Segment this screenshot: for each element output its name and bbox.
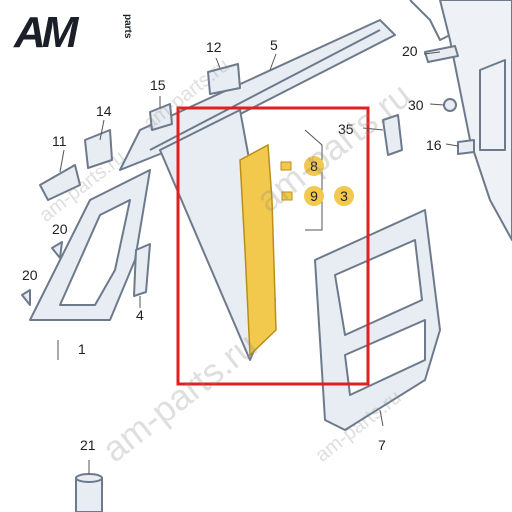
nut-30	[443, 98, 457, 112]
quarter-panel	[439, 0, 512, 241]
callout-20-left-lower: 20	[22, 267, 38, 283]
logo-wordmark: AM	[14, 8, 78, 57]
bracket-11	[39, 164, 81, 201]
callout-16: 16	[426, 137, 442, 153]
callout-21: 21	[80, 437, 96, 453]
door-opening-lower	[344, 319, 426, 396]
callout-20-left-upper: 20	[52, 221, 68, 237]
callout-1: 1	[78, 341, 86, 357]
callout-7: 7	[378, 437, 386, 453]
callout-8: 8	[304, 156, 324, 176]
callout-11: 11	[52, 133, 67, 149]
quarter-window-opening	[59, 199, 131, 306]
highlight-frame	[176, 106, 370, 386]
logo-subtext: parts	[122, 14, 133, 39]
part-9-clip	[281, 191, 293, 201]
group-bracket-3	[304, 129, 323, 231]
am-parts-logo: AM parts	[14, 8, 144, 58]
part-8-clip	[280, 161, 292, 171]
roof-rail-edge	[149, 29, 381, 151]
callout-12: 12	[206, 39, 222, 55]
cylinder-21-top	[75, 473, 103, 483]
callout-20-right: 20	[402, 43, 418, 59]
callout-9: 9	[304, 186, 324, 206]
callout-30: 30	[408, 97, 424, 113]
panel-opening	[479, 59, 506, 151]
callout-35: 35	[338, 121, 354, 137]
cylinder-21	[75, 477, 103, 512]
bracket-12	[207, 63, 241, 95]
callout-5: 5	[270, 37, 278, 53]
callout-3: 3	[334, 186, 354, 206]
callout-15: 15	[150, 77, 166, 93]
callout-4: 4	[136, 307, 144, 323]
clip-20a	[51, 241, 63, 259]
clip-20c	[424, 45, 459, 63]
callout-14: 14	[96, 103, 112, 119]
clip-16	[457, 139, 475, 155]
clip-20b	[21, 289, 31, 306]
highlighted-pillar-part	[239, 143, 277, 357]
door-opening-upper	[334, 239, 423, 336]
bracket-35	[382, 114, 403, 156]
bracket-15	[149, 103, 173, 131]
strip-4	[133, 243, 151, 297]
